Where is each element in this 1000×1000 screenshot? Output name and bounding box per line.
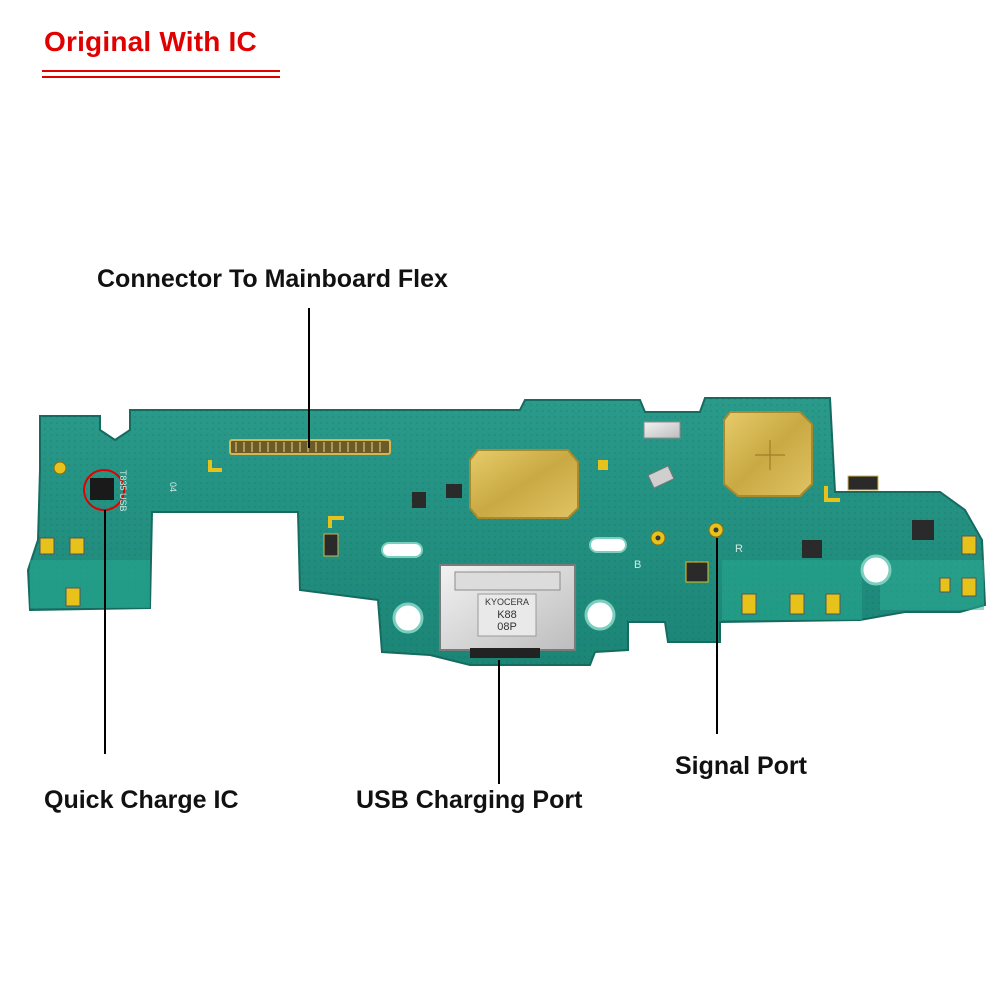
- flex-zone-left: [30, 560, 150, 608]
- pad-right-6: [939, 577, 951, 593]
- marker-r: R: [735, 543, 743, 555]
- silkscreen-04: 04: [168, 482, 178, 492]
- pad-left-3: [65, 587, 81, 607]
- title-underline-top: [42, 70, 280, 72]
- connector-code-2: 08P: [497, 621, 517, 633]
- connector-pins: [235, 442, 381, 452]
- gold-shield-right: [723, 411, 813, 497]
- slot-hole-2: [589, 537, 627, 553]
- small-ic-1: [446, 484, 462, 498]
- page-title: Original With IC: [44, 26, 257, 57]
- callout-connector-label: Connector To Mainboard Flex: [97, 265, 448, 293]
- callout-signal-line: [716, 538, 718, 734]
- pad-right-2: [789, 593, 805, 615]
- usb-c-connector: [439, 564, 576, 658]
- mount-hole-2: [584, 599, 616, 631]
- small-ic-2: [412, 492, 426, 508]
- gold-trace-2: [328, 516, 344, 528]
- gold-pad: [598, 460, 608, 470]
- gold-shield-left: [469, 449, 579, 519]
- small-ic-4: [912, 520, 934, 540]
- title-underline-bottom: [42, 76, 280, 78]
- connector-brand-text: KYOCERA: [485, 597, 529, 607]
- pad-right-4: [961, 535, 977, 555]
- pad-right-3: [825, 593, 841, 615]
- callout-usb-label: USB Charging Port: [356, 786, 583, 814]
- small-ic-3: [802, 540, 822, 558]
- small-switch: [647, 465, 675, 489]
- mount-hole-1: [392, 602, 424, 634]
- silkscreen-model: T835 USB: [118, 470, 128, 512]
- mount-hole-3: [860, 554, 892, 586]
- side-connector: [323, 533, 339, 557]
- metal-bracket: [643, 421, 681, 439]
- gold-trace-3: [824, 486, 840, 502]
- callout-signal-label: Signal Port: [675, 752, 807, 780]
- marker-b: B: [634, 559, 641, 571]
- quick-charge-ic: [90, 478, 114, 500]
- callout-quick-charge-line: [104, 510, 106, 754]
- board-to-board-connector: [229, 439, 391, 455]
- connector-code-1: K88: [497, 609, 517, 621]
- pad-left-1: [39, 537, 55, 555]
- slot-hole-1: [381, 542, 423, 558]
- callout-usb-line: [498, 660, 500, 784]
- pad-top-left: [53, 461, 67, 475]
- callout-quick-charge-label: Quick Charge IC: [44, 786, 239, 814]
- small-flex-connector: [847, 475, 879, 491]
- callout-connector-line: [308, 308, 310, 448]
- small-ic-5: [685, 561, 709, 583]
- gold-trace-1: [208, 460, 222, 472]
- pad-left-2: [69, 537, 85, 555]
- pad-right-5: [961, 577, 977, 597]
- pad-right-1: [741, 593, 757, 615]
